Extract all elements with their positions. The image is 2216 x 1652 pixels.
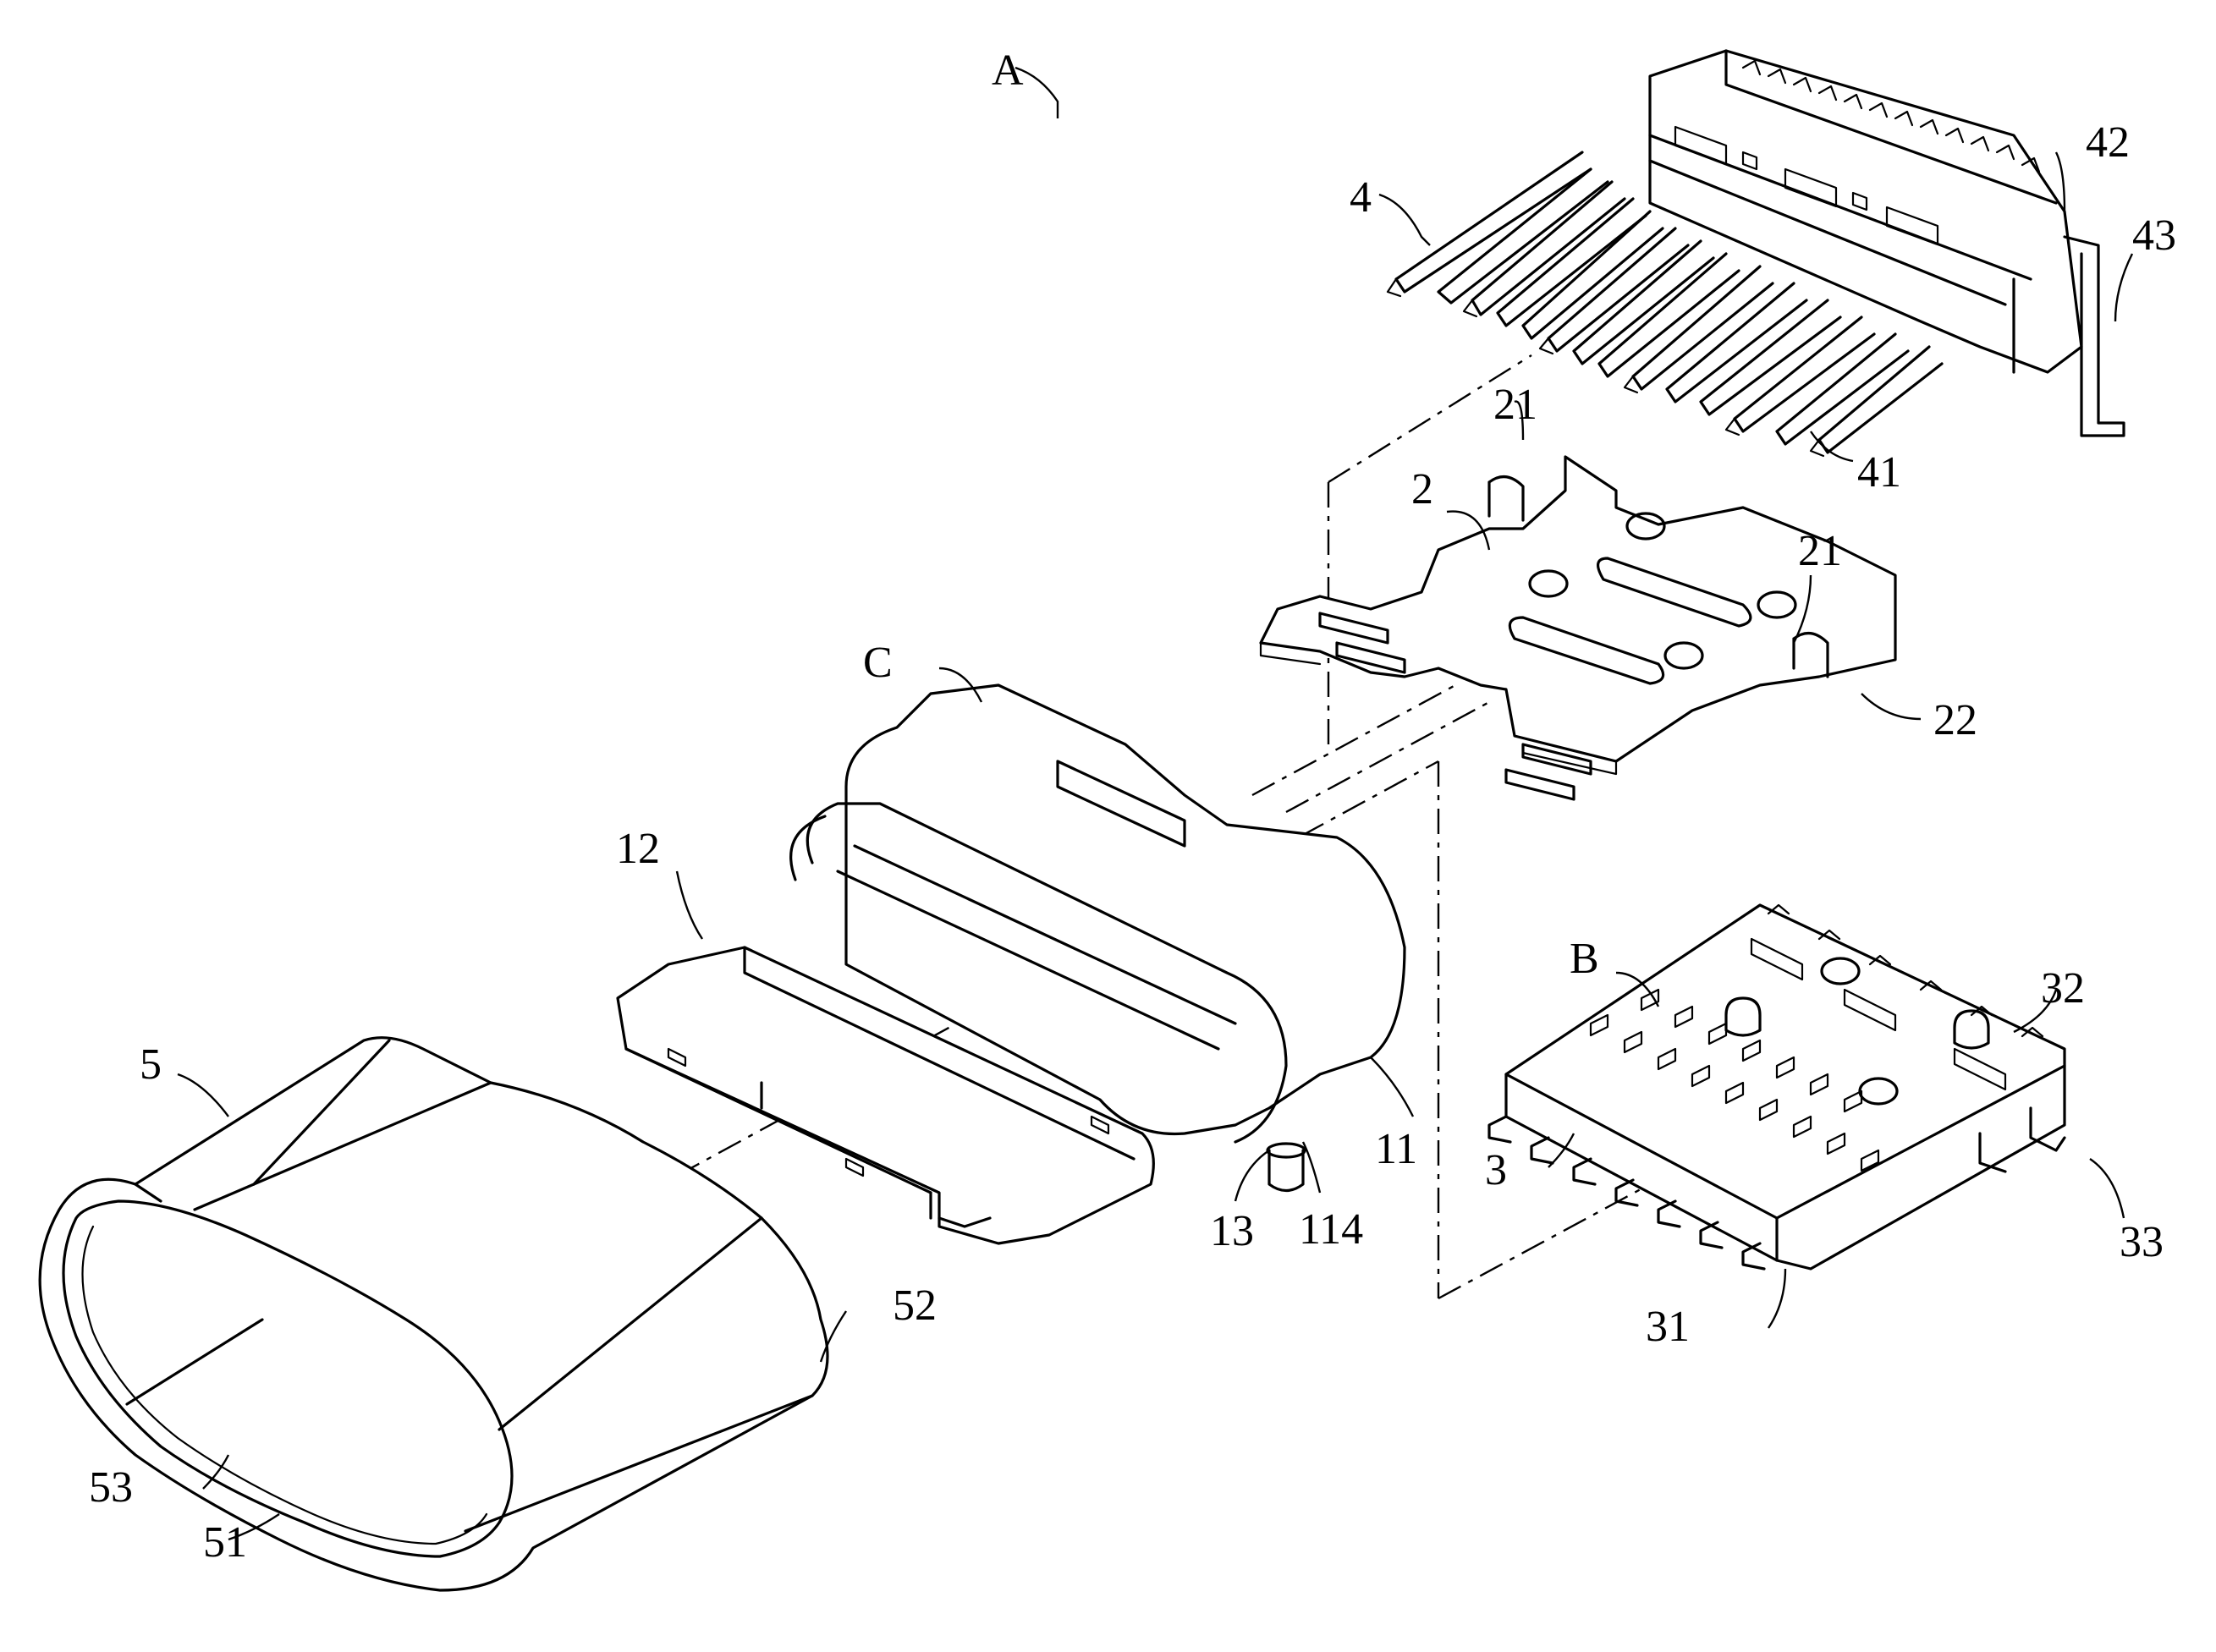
label-32: 32 [2041,964,2085,1013]
label-5: 5 [140,1040,162,1089]
label-11: 11 [1375,1125,1417,1173]
label-33: 33 [2120,1218,2164,1266]
label-4: 4 [1350,173,1372,222]
oval-sleeve-5 [40,1038,828,1590]
label-53: 53 [89,1463,133,1512]
label-21-side: 21 [1798,527,1842,575]
label-41: 41 [1857,448,1901,497]
connector-body-C [618,685,1405,1243]
label-C: C [863,639,893,687]
label-A: A [992,47,1024,95]
label-42: 42 [2086,118,2130,167]
label-22: 22 [1933,696,1977,744]
label-3: 3 [1485,1146,1507,1194]
label-114: 114 [1299,1205,1363,1254]
label-2: 2 [1411,465,1433,513]
label-52: 52 [893,1282,937,1330]
label-43: 43 [2132,211,2176,260]
label-B: B [1570,935,1599,983]
label-13: 13 [1210,1207,1254,1255]
label-21-top: 21 [1493,381,1537,429]
label-12: 12 [616,825,660,873]
label-51: 51 [203,1518,247,1567]
label-31: 31 [1646,1303,1690,1351]
